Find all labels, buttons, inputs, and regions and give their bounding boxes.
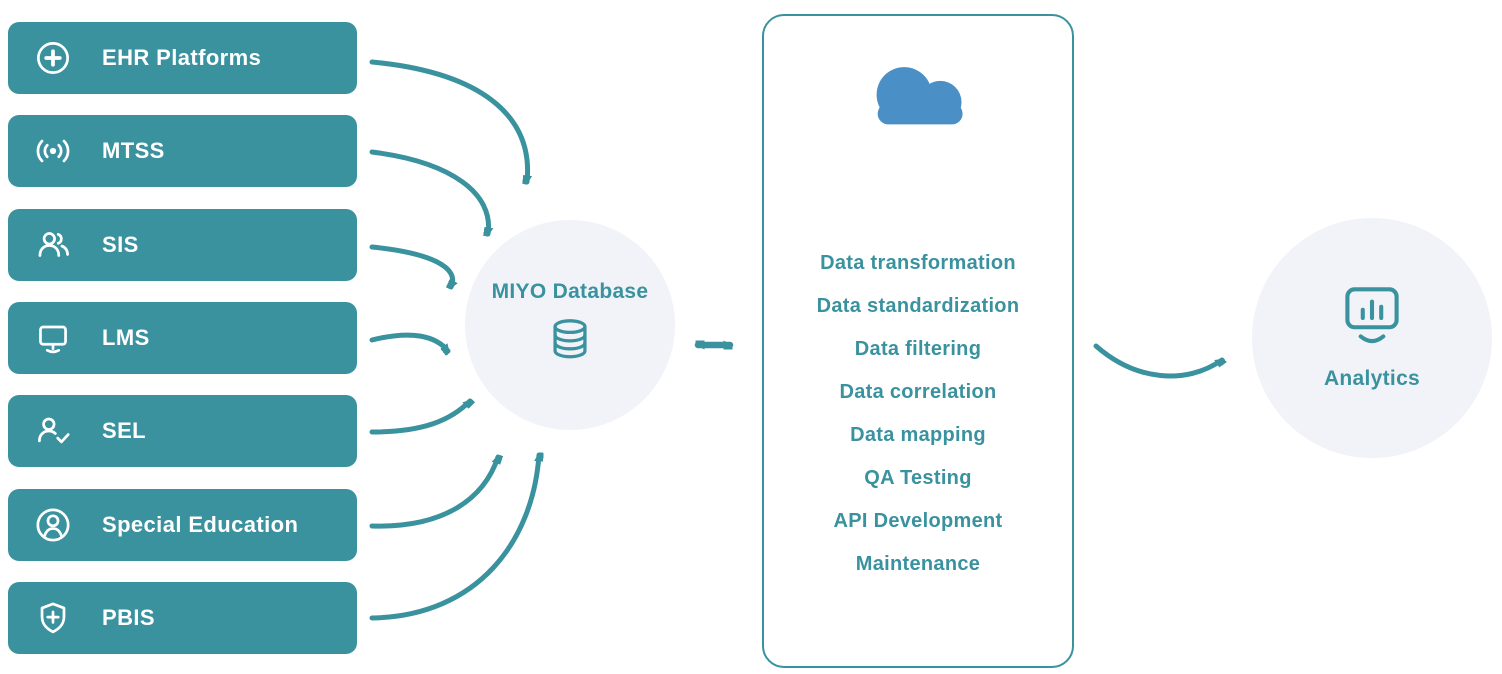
arrow-lms-to-database xyxy=(369,332,448,351)
arrow-pbis-to-database xyxy=(369,455,539,621)
arrow-processing-to-analytics xyxy=(1093,343,1222,379)
arrow-mtss-to-database xyxy=(369,149,489,234)
source-pill-lms: LMS xyxy=(8,302,357,374)
miyo-database-label: MIYO Database xyxy=(491,280,649,303)
processing-step: Data standardization xyxy=(816,295,1020,317)
source-pill-pbis: PBIS xyxy=(8,582,357,654)
source-label: EHR Platforms xyxy=(102,45,262,70)
processing-step: API Development xyxy=(833,510,1003,532)
miyo-database-node: MIYO Database xyxy=(465,220,675,430)
processing-step: Maintenance xyxy=(855,553,981,575)
processing-step: Data correlation xyxy=(839,381,997,403)
source-label: SIS xyxy=(102,232,139,257)
analytics-label: Analytics xyxy=(1323,367,1421,390)
database-icon xyxy=(542,314,598,375)
user-check-icon xyxy=(30,408,76,454)
processing-step: QA Testing xyxy=(864,467,972,489)
source-label: Special Education xyxy=(102,512,299,537)
analytics-monitor-icon xyxy=(1331,276,1413,363)
medical-cross-icon xyxy=(30,35,76,81)
shield-plus-icon xyxy=(30,595,76,641)
cloud-icon xyxy=(764,52,1072,148)
signal-icon xyxy=(30,128,76,174)
analytics-node: Analytics xyxy=(1252,218,1492,458)
source-label: MTSS xyxy=(102,138,165,163)
processing-box: Data transformation Data standardization… xyxy=(762,14,1074,668)
processing-step: Data mapping xyxy=(850,424,986,446)
arrow-sel-to-database xyxy=(369,401,470,435)
user-circle-icon xyxy=(30,502,76,548)
source-pill-mtss: MTSS xyxy=(8,115,357,187)
source-pill-sel: SEL xyxy=(8,395,357,467)
monitor-icon xyxy=(30,315,76,361)
processing-step: Data filtering xyxy=(854,338,982,360)
source-pill-ehr-platforms: EHR Platforms xyxy=(8,22,357,94)
source-label: SEL xyxy=(102,418,146,443)
processing-step: Data transformation xyxy=(820,252,1016,274)
source-pill-sis: SIS xyxy=(8,209,357,281)
source-label: LMS xyxy=(102,325,150,350)
arrow-special-education-to-database xyxy=(369,457,498,529)
arrow-ehr-to-database xyxy=(369,59,528,182)
users-icon xyxy=(30,222,76,268)
source-label: PBIS xyxy=(102,605,155,630)
arrow-sis-to-database xyxy=(369,244,453,287)
processing-steps-list: Data transformation Data standardization… xyxy=(764,252,1072,576)
source-pill-special-education: Special Education xyxy=(8,489,357,561)
